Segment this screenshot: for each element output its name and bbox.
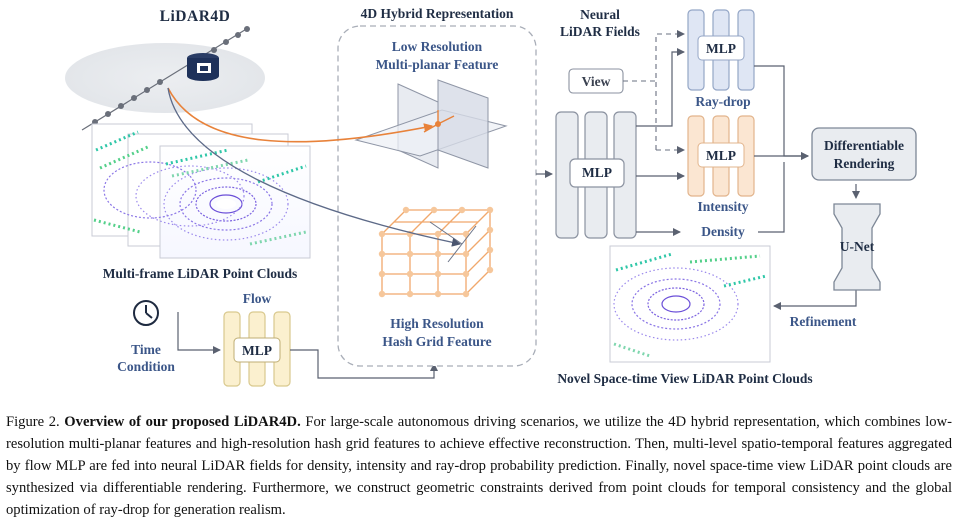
multiframe-label: Multi-frame LiDAR Point Clouds <box>102 266 298 281</box>
neural-fields-line2: LiDAR Fields <box>560 24 640 39</box>
raydrop-label: Ray-drop <box>695 94 751 109</box>
intensity-label: Intensity <box>697 199 749 214</box>
raydrop-mlp <box>687 9 755 91</box>
diff-render-line2: Rendering <box>833 156 895 171</box>
flow-mlp-label: MLP <box>242 343 272 358</box>
lidar4d-overview-figure: LiDAR4D 4D Hybrid Representation Low Res… <box>65 6 917 387</box>
caption-label: Figure 2. <box>6 414 60 430</box>
diagram-canvas <box>65 9 917 387</box>
view-label: View <box>581 74 611 89</box>
refinement-label: Refinement <box>789 314 857 329</box>
density-label: Density <box>701 224 745 239</box>
raydrop-mlp-label: MLP <box>706 41 736 56</box>
flow-label: Flow <box>242 291 272 306</box>
flow-mlp <box>223 311 291 387</box>
neural-field-mlp <box>555 111 637 239</box>
brand-title: LiDAR4D <box>159 8 231 25</box>
intensity-mlp <box>687 115 755 197</box>
time-label-line2: Condition <box>117 359 175 374</box>
lidar-point-cloud-image <box>91 123 311 259</box>
database-car-icon <box>187 53 219 81</box>
plane-feature-icon <box>354 79 508 169</box>
scene-ellipse <box>65 43 265 113</box>
caption-body: For large-scale autonomous driving scena… <box>6 414 952 518</box>
caption-bold-title: Overview of our proposed LiDAR4D. <box>64 414 301 430</box>
figure-caption: Figure 2. Overview of our proposed LiDAR… <box>6 411 952 521</box>
ray-to-grid <box>167 87 461 247</box>
hybrid-title: 4D Hybrid Representation <box>360 6 514 21</box>
unet-hourglass-icon <box>833 203 881 291</box>
neural-fields-line1: Neural <box>580 7 620 22</box>
high-res-label-line2: Hash Grid Feature <box>382 334 492 349</box>
trajectory-points <box>81 26 250 131</box>
high-res-label-line1: High Resolution <box>390 316 484 331</box>
diff-render-line1: Differentiable <box>824 138 904 153</box>
clock-icon <box>133 300 159 326</box>
intensity-mlp-label: MLP <box>706 148 736 163</box>
hash-grid-icon <box>378 206 494 298</box>
time-label-line1: Time <box>131 342 161 357</box>
unet-label: U-Net <box>839 239 875 254</box>
low-res-label-line2: Multi-planar Feature <box>375 57 499 72</box>
low-res-label-line1: Low Resolution <box>391 39 483 54</box>
neural-mlp-label: MLP <box>582 165 612 180</box>
novel-view-point-cloud-image <box>609 245 771 363</box>
novel-view-label: Novel Space-time View LiDAR Point Clouds <box>557 371 813 386</box>
ray-to-planes <box>167 87 433 143</box>
differentiable-rendering-box <box>811 127 917 181</box>
